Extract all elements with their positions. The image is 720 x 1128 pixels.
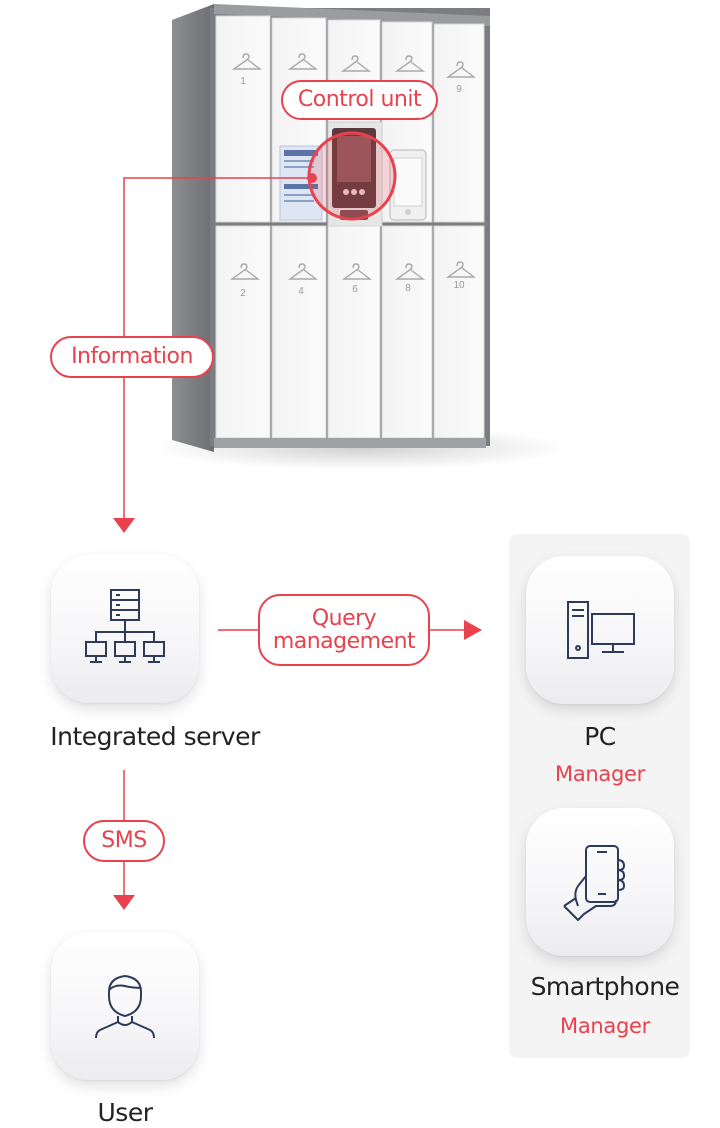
query-management-line1: Query (311, 605, 377, 631)
query-management-line2: management (272, 629, 416, 654)
information-pill: Information (50, 336, 214, 378)
compartment-number: 1 (240, 76, 246, 87)
compartment-number: 4 (298, 286, 304, 297)
hanger-icon (231, 53, 477, 78)
pc-monitor-icon (567, 601, 635, 659)
query-arrowhead (464, 620, 482, 640)
compartment-number: 8 (405, 283, 411, 294)
integrated-server-tile (51, 555, 199, 703)
hanger-icon (229, 261, 477, 280)
sms-arrowhead (113, 895, 135, 910)
user-label: User (97, 1098, 153, 1127)
smartphone-tile (526, 808, 674, 956)
integrated-server-label: Integrated server (50, 722, 260, 751)
information-arrowhead (113, 518, 135, 533)
compartment-number: 6 (352, 284, 358, 295)
info-poster (279, 145, 323, 221)
compartment-number: 10 (453, 280, 465, 291)
pc-tile (526, 556, 674, 704)
sms-pill: SMS (83, 820, 165, 862)
query-management-pill: Query management (258, 594, 430, 666)
information-line (123, 177, 312, 520)
locker-base (214, 438, 486, 448)
control-unit-pill: Control unit (281, 80, 438, 120)
smartphone-label: Smartphone (530, 972, 680, 1001)
user-tile (51, 932, 199, 1080)
server-network-icon (85, 589, 165, 663)
compartment-number: 2 (240, 288, 246, 299)
user-icon (95, 975, 155, 1039)
smartphone-role-label: Manager (560, 1014, 650, 1038)
pc-role-label: Manager (555, 762, 645, 786)
locker-doors-bottom (215, 225, 485, 439)
pc-label: PC (584, 722, 616, 751)
smartphone-hand-icon (563, 845, 625, 921)
compartment-number: 9 (456, 84, 462, 95)
